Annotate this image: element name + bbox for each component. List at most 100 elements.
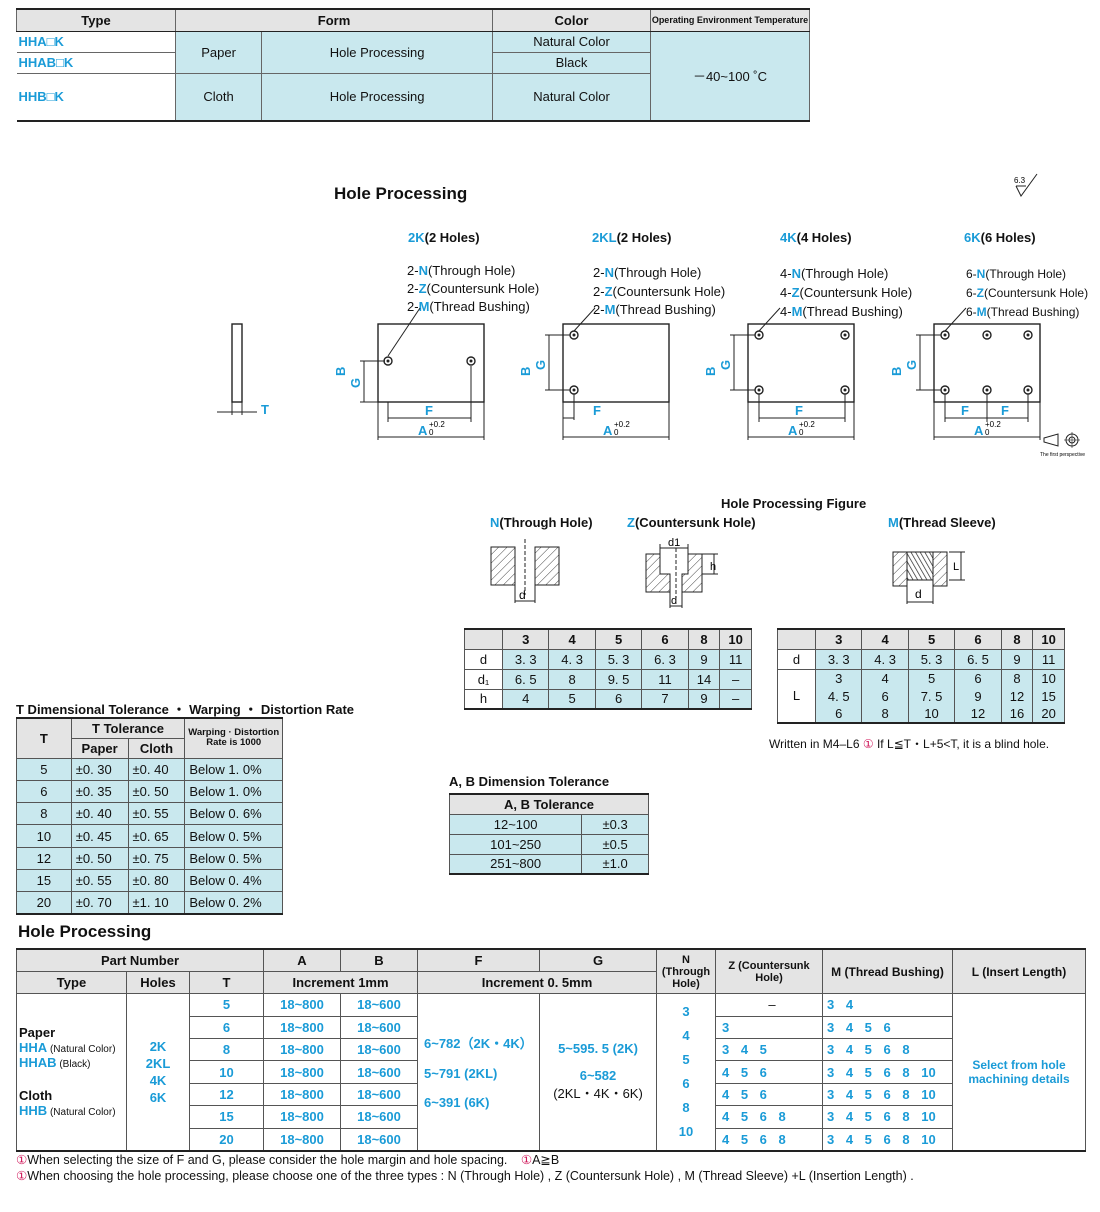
main-n-value: 8 [682, 1099, 690, 1115]
diagram-2kl: F A +0.2 0 G B [518, 307, 670, 440]
hole-option-count: 6- [966, 305, 977, 319]
m-cell: 4. 5 [814, 687, 863, 705]
ttol-cell: ±0. 40 [70, 802, 129, 826]
m-cell: 8 [1000, 668, 1034, 687]
diagram-2kl-a-zero: 0 [614, 428, 619, 437]
ttol-t: 6 [16, 779, 72, 804]
spec-color-black: Black [492, 51, 651, 74]
diagram-4k-b: B [703, 367, 718, 376]
hole-option-code: Z [604, 283, 613, 299]
roughness-value: 6.3 [1014, 176, 1026, 185]
hole-option-count: 2- [593, 302, 605, 317]
nz-header-cell: 6 [641, 628, 689, 650]
m-cell: 11 [1032, 648, 1065, 670]
thickness-label: T [261, 402, 269, 417]
main-hole-option: 6K [149, 1089, 167, 1105]
countersunk-d: d [671, 595, 677, 607]
hole-option-code: N [604, 265, 614, 280]
main-z-options: 4 5 6 8 [715, 1105, 823, 1129]
hole-option-count: 2- [407, 281, 419, 296]
ttol-cell: ±0. 45 [70, 824, 129, 848]
main-t-value: 5 [189, 993, 264, 1017]
diagram-6k-b: B [889, 367, 904, 376]
figure-m-code: M [888, 515, 899, 530]
diagram-6k-a: A [974, 423, 984, 438]
main-header-part-number: Part Number [16, 948, 264, 972]
main-b-range: 18~600 [340, 1105, 418, 1129]
ab-row: 101~250±0.5 [448, 833, 649, 855]
m-cell: 8 [861, 705, 909, 724]
ttol-cell: ±1. 10 [127, 891, 186, 915]
ttol-header-cloth: Cloth [127, 737, 186, 759]
m-cell: 3 [814, 668, 863, 687]
diagram-2k: F A +0.2 0 G B [333, 307, 485, 440]
surface-roughness-icon: 6.3 [1014, 173, 1038, 197]
nz-cell: 8 [548, 668, 596, 690]
m-row-label-l: L [777, 668, 816, 724]
diagram-2k-desc: (2 Holes) [424, 230, 480, 245]
diagram-6k-a-zero: 0 [985, 428, 990, 437]
hole-option-code: M [791, 304, 803, 319]
ttol-cell: ±0. 80 [127, 868, 186, 893]
note-1b-text: A≧B [532, 1153, 560, 1167]
hole-option-line: 2-N(Through Hole) [593, 264, 725, 283]
hole-option-code: M [976, 305, 987, 319]
diagram-2k-f: F [425, 403, 433, 418]
diagram-2kl-a-tol: +0.2 [614, 420, 630, 429]
note-1-text: When selecting the size of F and G, plea… [27, 1153, 508, 1167]
ttol-t: 15 [16, 868, 72, 893]
type-hhb-note: (Natural Color) [47, 1107, 116, 1119]
m-header-cell: 3 [814, 628, 863, 650]
hole-option-code: M [418, 299, 430, 314]
nz-cell: 9 [687, 648, 721, 670]
nz-row-label: d [464, 648, 503, 670]
hole-option-desc: (Countersunk Hole) [426, 281, 540, 296]
nz-header-cell: 8 [687, 628, 721, 650]
main-header-m: M (Thread Bushing) [822, 948, 953, 995]
main-header-z: Z (Countersunk Hole) [715, 948, 823, 995]
main-t-value: 12 [189, 1082, 264, 1107]
type-hhab-code: HHAB [19, 1055, 57, 1071]
nz-cell: 14 [687, 668, 721, 690]
main-t-value: 10 [189, 1060, 264, 1084]
main-z-options: 3 4 5 [715, 1038, 823, 1062]
main-t-value: 6 [189, 1015, 264, 1040]
ttol-cell: ±0. 75 [127, 846, 186, 870]
m-header-cell: 8 [1000, 628, 1034, 650]
main-a-range: 18~800 [263, 1127, 341, 1152]
ttol-header-warping: Warping · Distortion Rate is 1000 [184, 717, 283, 759]
nz-cell: 9. 5 [594, 668, 643, 690]
main-z-options: 3 [715, 1015, 823, 1040]
main-b-range: 18~600 [340, 1015, 418, 1040]
first-angle-projection-icon: The first perspective [1040, 432, 1085, 458]
m-cell: 6 [861, 687, 909, 705]
thread-sleeve-l: L [953, 561, 959, 573]
spec-type-hhb: HHB□K [16, 72, 176, 122]
main-header-inc05: Increment 0. 5mm [417, 970, 657, 995]
main-m-options: 3 4 5 6 8 10 [822, 1082, 953, 1107]
figure-n-code: N [490, 515, 500, 530]
diagram-2k-hole-list: 2-N(Through Hole)2-Z(Countersunk Hole)2-… [407, 262, 539, 316]
ab-tolerance: ±1.0 [581, 853, 649, 875]
spec-form-paper: Paper [174, 30, 263, 74]
t-tolerance-table: T T Tolerance Warping · Distortion Rate … [16, 717, 283, 916]
ttol-cell: ±0. 40 [127, 757, 186, 781]
m-cell: 20 [1032, 705, 1065, 724]
nz-corner [464, 628, 503, 650]
main-header-type: Type [16, 970, 127, 995]
thread-sleeve-figure: L d [892, 551, 965, 604]
ttol-cell: Below 0. 2% [184, 891, 283, 915]
nz-cell: 11 [719, 648, 752, 670]
diagram-6k-f2: F [1001, 403, 1009, 418]
m-cell: 15 [1032, 687, 1065, 705]
main-a-range: 18~800 [263, 1038, 341, 1062]
hole-option-line: 4-Z(Countersunk Hole) [780, 283, 912, 302]
hole-option-count: 4- [780, 285, 792, 300]
note-circle-icon: ① [862, 737, 874, 751]
